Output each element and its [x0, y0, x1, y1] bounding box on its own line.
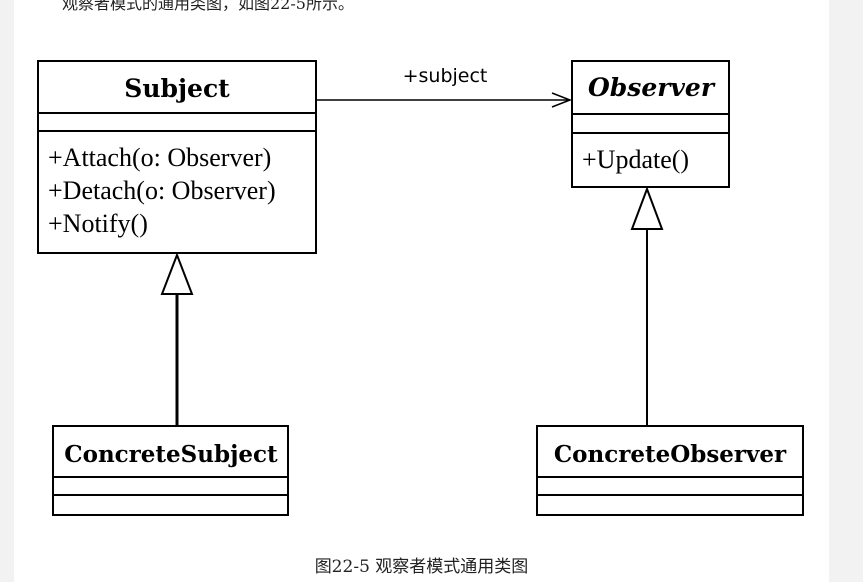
- intro-text: 观察者模式的通用类图，如图22-5所示。: [62, 0, 354, 13]
- class-subject-method-notify: +Notify(): [48, 209, 148, 238]
- association-arrowhead: [551, 92, 573, 108]
- class-subject-name: Subject: [124, 74, 230, 103]
- class-subject-box: [37, 60, 317, 254]
- class-concrete-observer: ConcreteObserver: [536, 425, 804, 516]
- generalization-concrete-subject: [160, 252, 194, 426]
- class-subject: Subject +Attach(o: Observer) +Detach(o: …: [37, 60, 317, 254]
- class-observer-box: [571, 60, 730, 188]
- class-concrete-subject-name: ConcreteSubject: [64, 441, 278, 468]
- class-observer: Observer +Update(): [571, 60, 730, 188]
- association-label: +subject: [403, 65, 488, 87]
- class-subject-method-detach: +Detach(o: Observer): [48, 176, 276, 205]
- class-observer-name: Observer: [588, 73, 716, 102]
- generalization-concrete-observer: [630, 186, 664, 426]
- generalization-triangle-subject: [160, 252, 194, 295]
- class-concrete-observer-name: ConcreteObserver: [554, 441, 787, 468]
- generalization-triangle-observer: [630, 186, 664, 230]
- class-observer-method-update: +Update(): [582, 145, 689, 174]
- class-concrete-subject: ConcreteSubject: [52, 425, 289, 516]
- class-concrete-observer-box: [536, 425, 804, 516]
- class-concrete-subject-box: [52, 425, 289, 516]
- document-page: 观察者模式的通用类图，如图22-5所示。 Subject +Attach(o: …: [14, 0, 829, 582]
- figure-caption: 图22-5 观察者模式通用类图: [314, 557, 529, 577]
- uml-class-diagram: Subject +Attach(o: Observer) +Detach(o: …: [28, 40, 814, 540]
- class-subject-method-attach: +Attach(o: Observer): [48, 143, 271, 172]
- association-subject-observer: +subject: [316, 65, 573, 108]
